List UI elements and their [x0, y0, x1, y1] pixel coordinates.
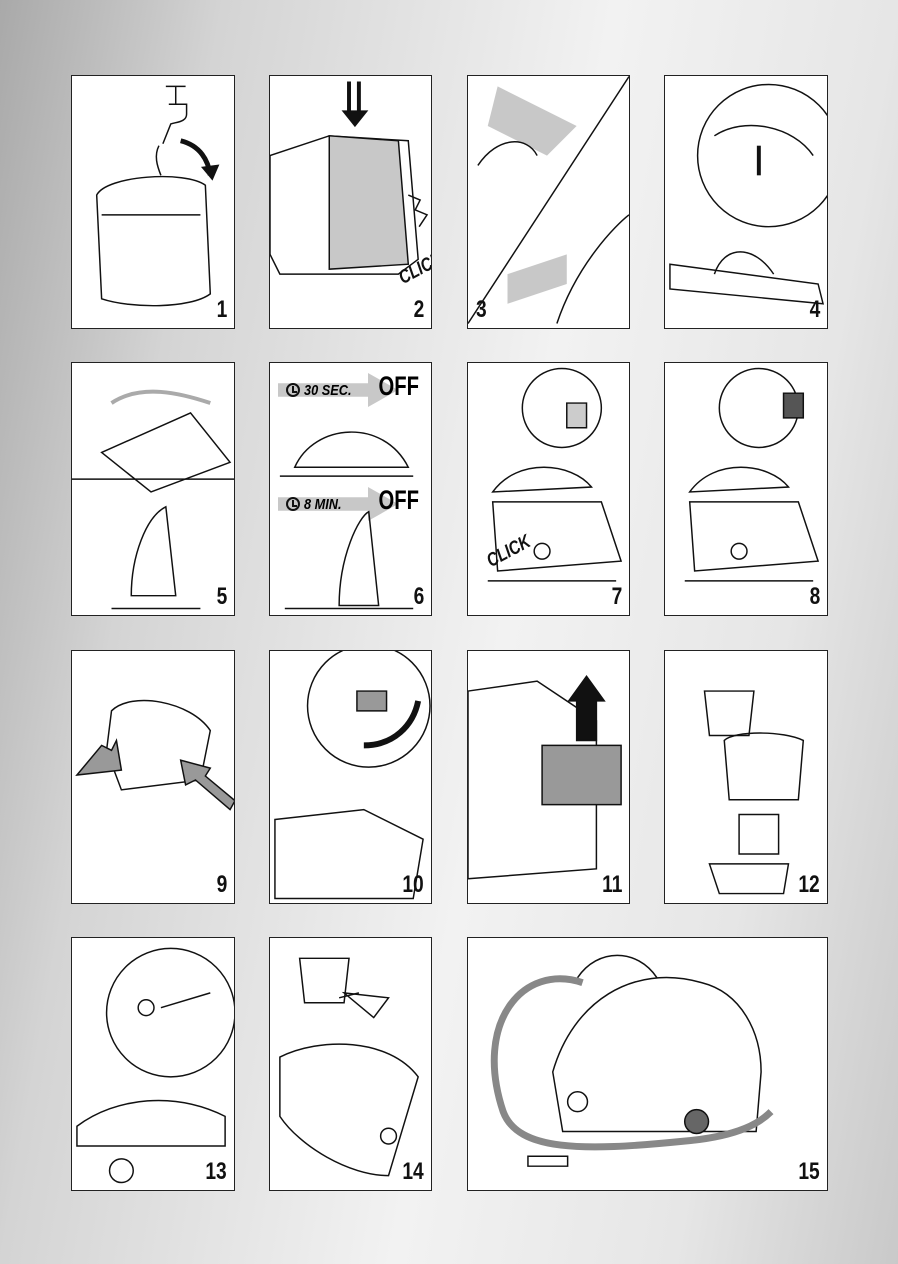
timer-duration: 30 SEC.	[304, 381, 352, 399]
remove-tank-illustration	[468, 674, 622, 880]
step-panel-5: 5	[71, 362, 235, 616]
iron-locked-on-base-illustration	[684, 367, 820, 582]
pour-water-funnel-illustration	[279, 957, 419, 1177]
timer-duration: 8 MIN.	[304, 495, 342, 513]
step-number: 15	[798, 1158, 820, 1185]
step-panel-1: 1	[71, 75, 235, 329]
step-number: 14	[402, 1158, 424, 1185]
step-panel-7: CLICK 7	[467, 362, 630, 616]
off-label: OFF	[378, 485, 420, 515]
release-tank-illustration	[274, 651, 431, 900]
step-number: 5	[216, 583, 227, 610]
step-panel-3: 3	[467, 75, 630, 329]
step-number: 3	[476, 296, 487, 323]
step-panel-10: 10	[269, 650, 432, 904]
refill-tank-illustration	[703, 690, 805, 895]
clock-icon	[286, 383, 300, 397]
insert-tank-illustration	[270, 81, 429, 275]
step-number: 8	[809, 583, 820, 610]
connect-hose-illustration	[468, 76, 629, 324]
clock-icon	[286, 497, 300, 511]
iron-illustration	[279, 431, 414, 610]
squeeze-tank-illustration	[75, 699, 234, 811]
step-panel-9: 9	[71, 650, 235, 904]
step-number: 1	[216, 296, 227, 323]
descale-screw-illustration	[76, 947, 234, 1184]
step-number: 6	[413, 583, 424, 610]
step-number: 11	[601, 871, 622, 898]
step-number: 4	[809, 296, 820, 323]
step-number: 10	[402, 871, 424, 898]
step-panel-13: 13	[71, 937, 235, 1191]
step-number: 12	[798, 871, 820, 898]
step-panel-12: 12	[664, 650, 828, 904]
step-number: 9	[216, 871, 227, 898]
step-panel-2: CLICK 2	[269, 75, 432, 329]
storage-illustration	[490, 954, 774, 1167]
step-number: 13	[205, 1158, 227, 1185]
step-panel-6: 30 SEC. OFF 8 MIN. OFF 6	[269, 362, 432, 616]
step-panel-14: 14	[269, 937, 432, 1191]
fill-water-tank-illustration	[95, 85, 220, 307]
step-panel-11: 11	[467, 650, 630, 904]
step-number: 2	[413, 296, 424, 323]
step-panel-8: 8	[664, 362, 828, 616]
iron-lock-illustration	[669, 83, 827, 305]
step-panel-4: 4	[664, 75, 828, 329]
step-panel-15: 15	[467, 937, 828, 1191]
off-label: OFF	[378, 371, 420, 401]
lock-iron-on-base-illustration	[487, 367, 623, 582]
iron-rest-illustration	[72, 389, 234, 610]
step-number: 7	[611, 583, 622, 610]
